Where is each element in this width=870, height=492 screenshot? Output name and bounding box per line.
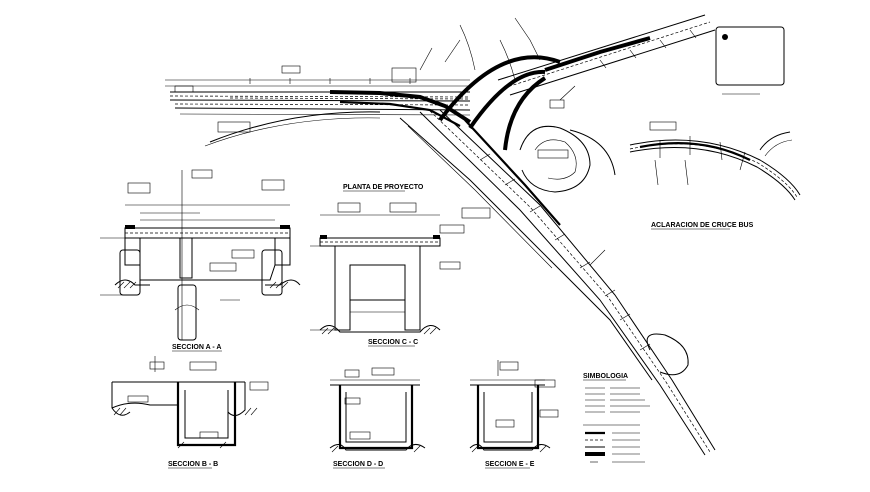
section-a-title: SECCION A - A [172,344,221,351]
section-b-title: SECCION B - B [168,461,218,468]
legend-block: SIMBOLOGIA [583,373,650,463]
bus-crossing-detail [629,121,801,201]
section-a-drawing [100,169,301,341]
section-b-drawing [111,356,269,449]
section-e-title: SECCION E - E [485,461,535,468]
legend-title: SIMBOLOGIA [583,373,628,380]
section-e-drawing [469,360,559,453]
plan-title: PLANTA DE PROYECTO [343,184,424,191]
section-d-drawing [329,367,426,453]
section-c-title: SECCION C - C [368,339,418,346]
section-c-drawing [310,202,465,335]
plan-annotations [419,39,606,266]
title-block [715,26,785,95]
section-d-title: SECCION D - D [333,461,383,468]
plan-horizontal-road [165,65,472,147]
detail-title: ACLARACION DE CRUCE BUS [651,222,754,229]
plan-diagonal-highway [399,14,716,456]
